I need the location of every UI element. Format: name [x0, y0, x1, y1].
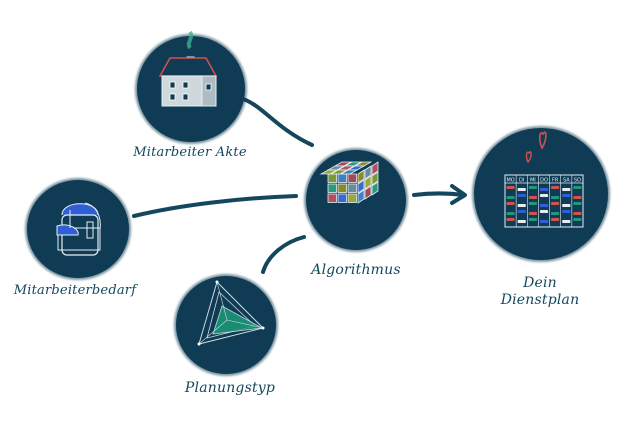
- calendar-day-mi: MI: [530, 178, 536, 184]
- calendar-shift: [551, 212, 560, 215]
- calendar-shift: [539, 188, 549, 191]
- bedarf-circle: [27, 180, 129, 278]
- calendar-shift: [506, 212, 515, 215]
- calendar-day-so: SO: [574, 178, 581, 184]
- calendar-shift: [573, 212, 582, 215]
- calendar-shift: [528, 196, 537, 199]
- cube-square: [347, 183, 357, 193]
- calendar-day-di: DI: [519, 178, 524, 184]
- calendar-day-fr: FR: [552, 178, 559, 184]
- connector-bedarf-algorithmus: [132, 194, 298, 218]
- connector-planungstyp-algorithmus: [261, 235, 306, 274]
- calendar-shift: [573, 218, 582, 221]
- cube-square: [357, 179, 365, 194]
- connector-akte-algorithmus: [238, 96, 314, 147]
- calendar-shift: [528, 202, 537, 205]
- algorithmus-label: Algorithmus: [311, 262, 401, 278]
- dienstplan-label-1: Dein: [523, 275, 557, 291]
- calendar-day-mo: MO: [506, 178, 514, 184]
- cube-square: [327, 183, 337, 193]
- calendar-shift: [517, 194, 526, 197]
- cube-square: [337, 193, 347, 203]
- calendar-shift: [528, 212, 537, 215]
- calendar-shift: [506, 202, 515, 205]
- calendar-shift: [562, 194, 571, 197]
- cube-square: [339, 169, 359, 175]
- cube-square: [364, 175, 372, 190]
- calendar-shift: [562, 204, 571, 207]
- cube-square: [371, 181, 379, 196]
- cube-square: [357, 189, 365, 204]
- bedarf-label: Mitarbeiterbedarf: [13, 283, 137, 298]
- calendar-shift: [539, 204, 549, 207]
- planungstyp-label: Planungstyp: [184, 380, 276, 396]
- calendar-day-sa: SA: [563, 178, 570, 184]
- cube-square: [329, 169, 349, 175]
- calendar-shift: [506, 186, 515, 189]
- cube-square: [371, 171, 379, 186]
- calendar-shift: [551, 202, 560, 205]
- cube-square: [319, 169, 339, 175]
- calendar-shift: [539, 210, 549, 213]
- cube-square: [357, 169, 365, 184]
- calendar-shift: [517, 220, 526, 223]
- calendar-shift: [517, 204, 526, 207]
- calendar-shift: [573, 196, 582, 199]
- calendar-shift: [528, 218, 537, 221]
- calendar-shift: [551, 196, 560, 199]
- cube-square: [327, 193, 337, 203]
- calendar-shift: [562, 210, 571, 213]
- calendar-shift: [573, 186, 582, 189]
- cube-square: [347, 173, 357, 183]
- calendar-day-do: DO: [540, 178, 548, 184]
- cube-square: [337, 183, 347, 193]
- calendar-shift: [528, 186, 537, 189]
- calendar-shift: [517, 210, 526, 213]
- calendar-shift: [562, 188, 571, 191]
- calendar-shift: [562, 220, 571, 223]
- cube-square: [347, 193, 357, 203]
- calendar-shift: [539, 194, 549, 197]
- calendar-shift: [551, 218, 560, 221]
- calendar-shift: [506, 218, 515, 221]
- calendar-shift: [517, 188, 526, 191]
- arrow-to-dienstplan: [412, 184, 467, 205]
- calendar-frame: [504, 174, 584, 228]
- cube-square: [364, 165, 372, 180]
- akte-label: Mitarbeiter Akte: [133, 145, 247, 160]
- calendar-shift: [539, 220, 549, 223]
- calendar-shift: [506, 196, 515, 199]
- calendar-shift: [573, 202, 582, 205]
- cube-square: [364, 185, 372, 200]
- dienstplan-label-2: Dienstplan: [500, 292, 580, 308]
- cube-square: [371, 161, 379, 176]
- calendar-shift: [551, 186, 560, 189]
